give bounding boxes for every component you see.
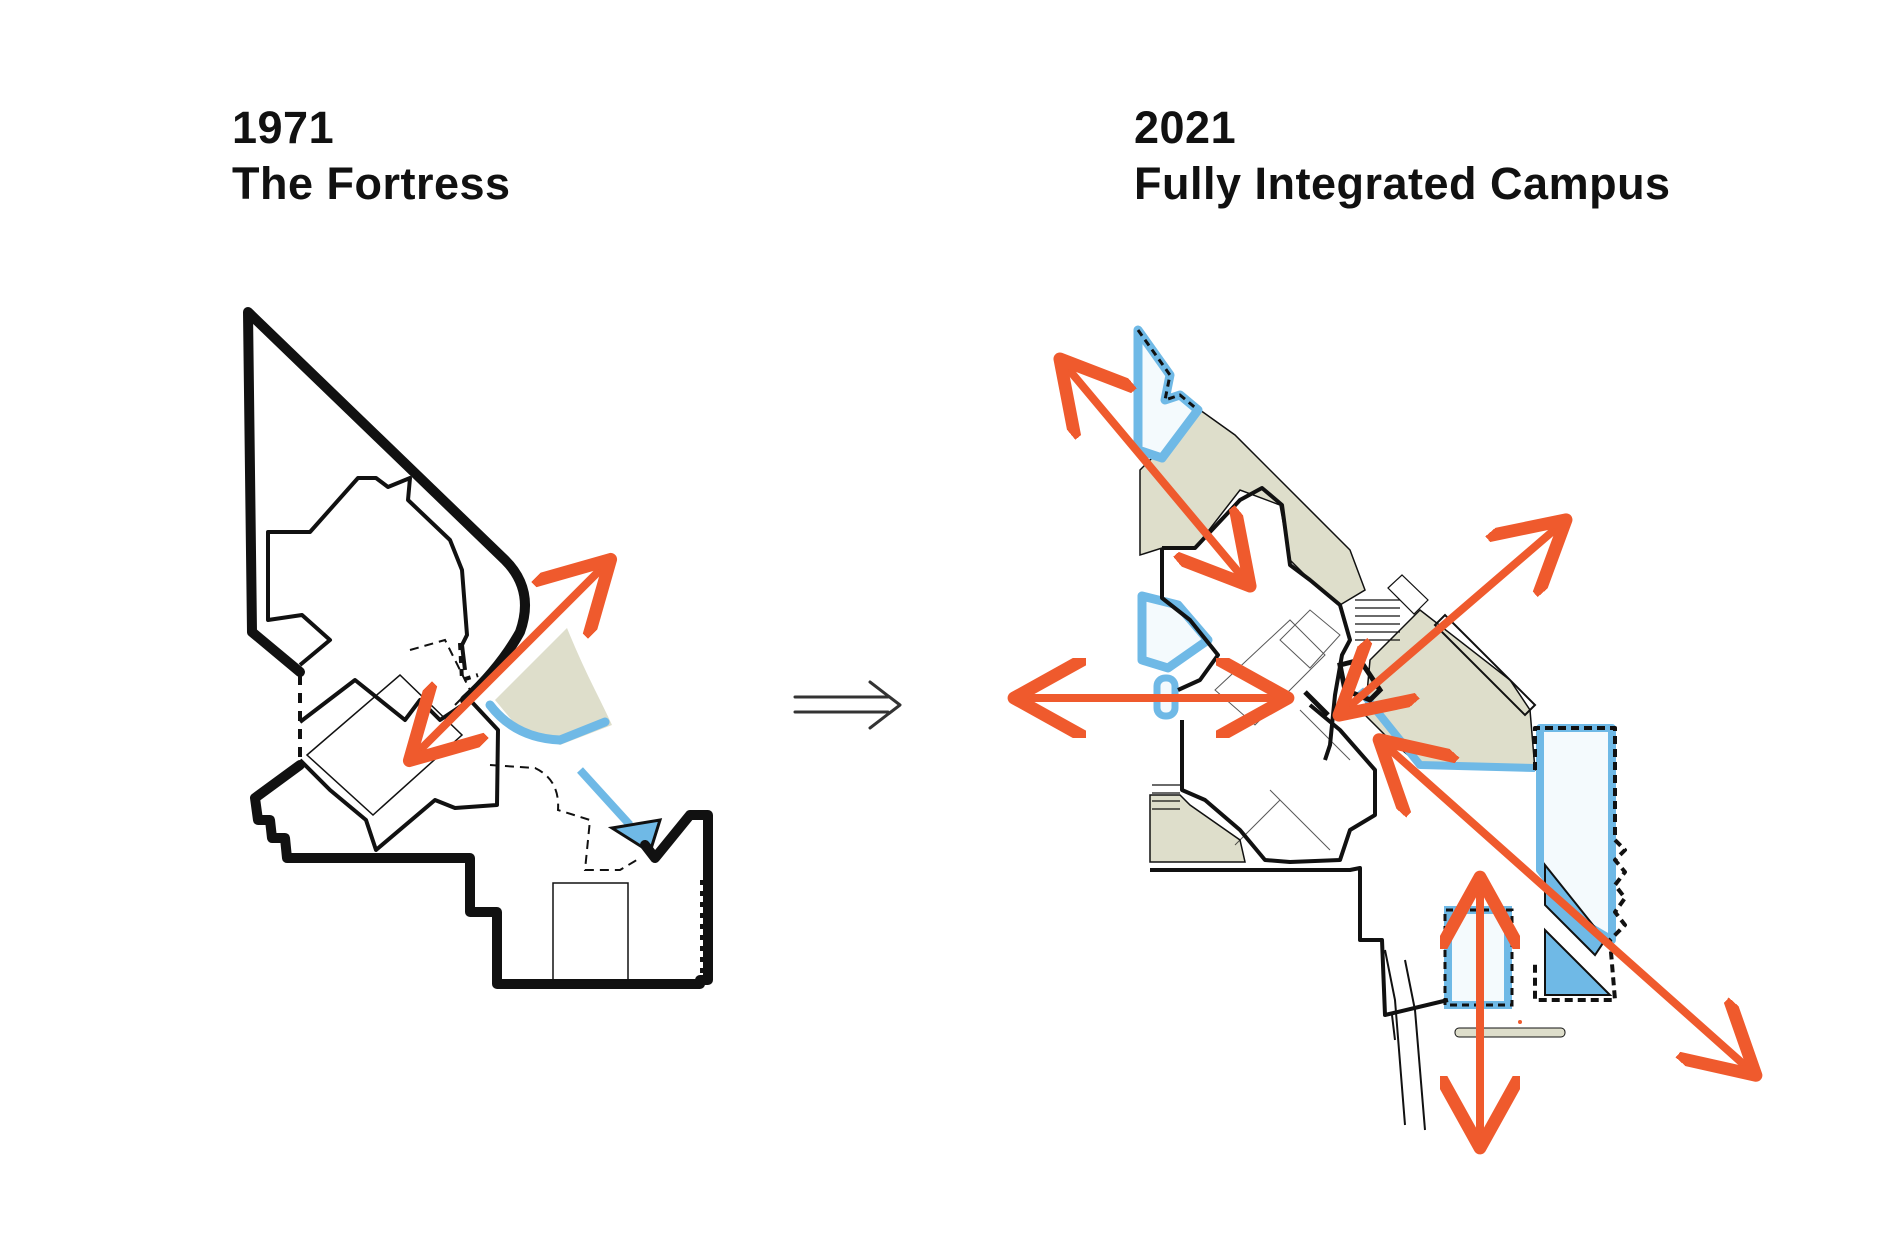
bench-south [1454,1027,1566,1038]
fortress-wall-south [250,760,713,989]
building-2-2021 [1180,703,1377,864]
circulation-arrow-1971 [415,565,605,755]
site-lines-south [1384,949,1426,1131]
year-label-1971: 1971 [232,102,335,153]
courtyard-box-1971 [552,882,629,981]
site-boundary-south [1150,866,1449,1017]
plan-2021 [1022,325,1750,1140]
double-arrow-right-icon [793,680,902,730]
building-1-1971 [266,476,469,671]
stairs-west [1152,784,1180,810]
caption-2021: 2021 Fully Integrated Campus [1134,100,1671,212]
year-label-2021: 2021 [1134,102,1237,153]
red-dot [1518,1020,1522,1024]
title-label-fortress: The Fortress [232,158,511,209]
inner-hall-1971 [305,673,464,817]
caption-1971: 1971 The Fortress [232,100,511,212]
circulation-arrow-north [1065,365,1245,580]
circulation-arrow-se [1385,745,1750,1070]
landscape-area-sw [1149,794,1246,863]
glass-edge-1971b [577,767,633,828]
plan-1971 [243,307,713,989]
fortress-wall-north [243,307,530,705]
circulation-arrow-ne [1345,525,1560,710]
title-label-campus: Fully Integrated Campus [1134,158,1671,209]
